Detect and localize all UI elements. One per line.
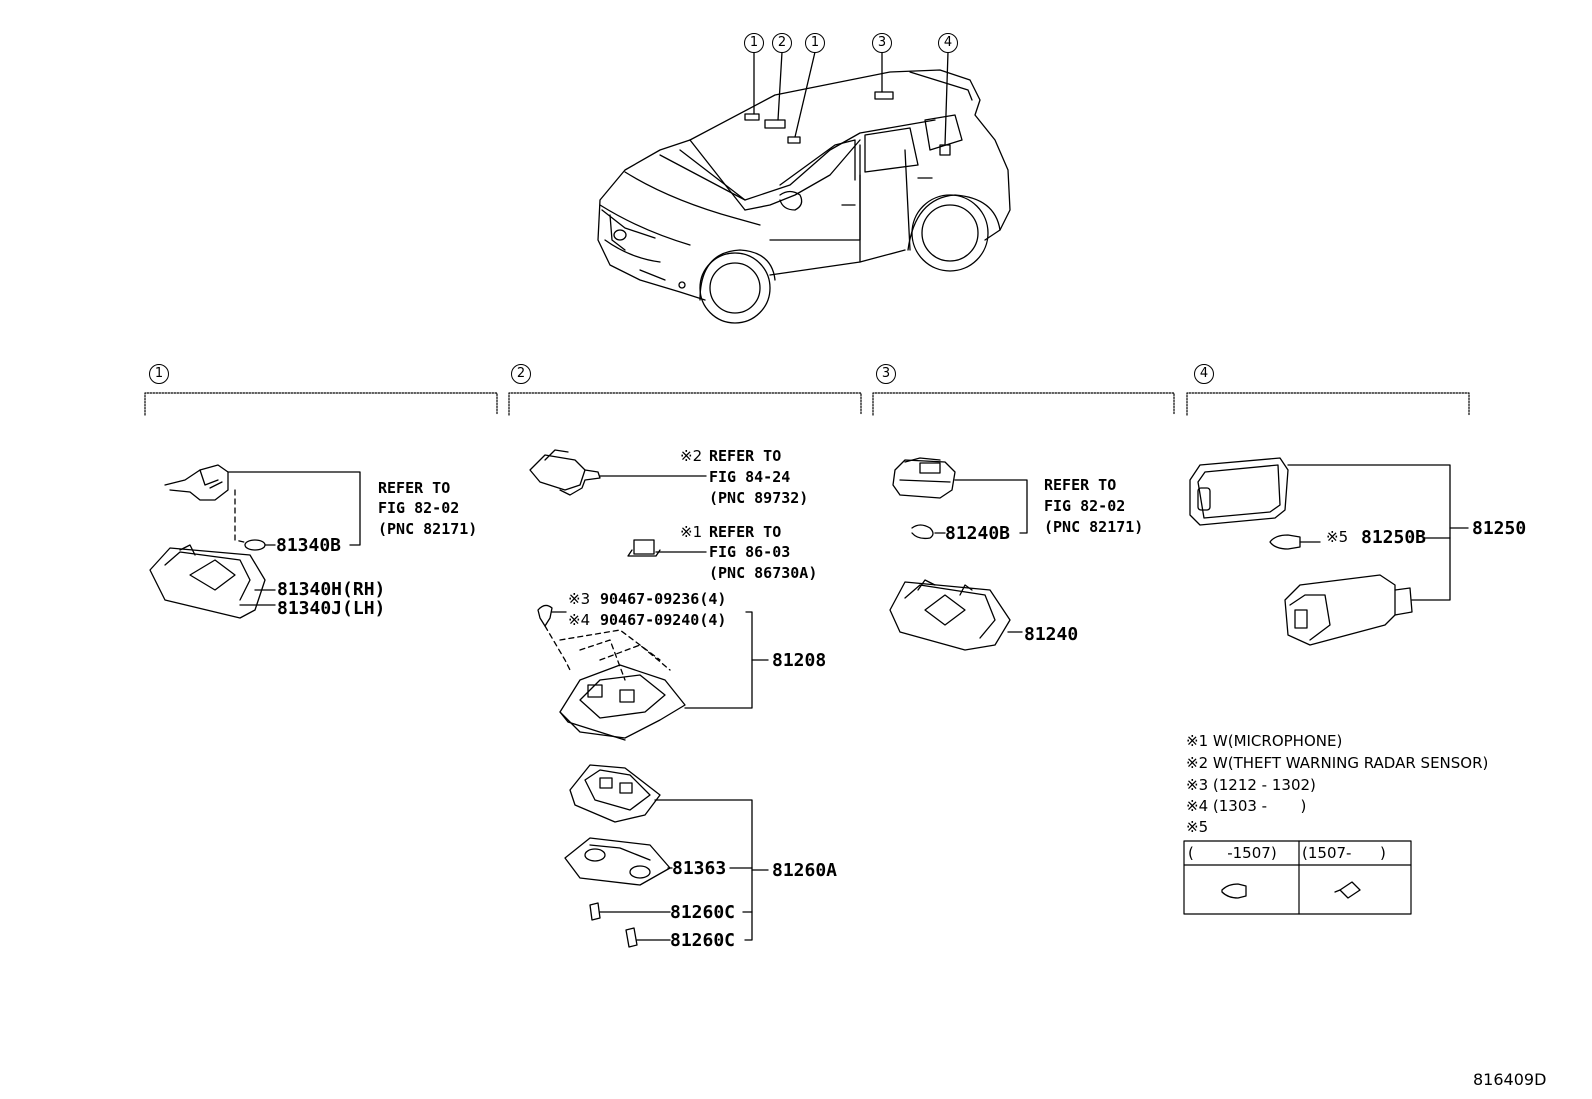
note-5: ※5 <box>1186 818 1209 836</box>
sec2-refer-a-line1: REFER TO <box>709 447 782 465</box>
part-81240: 81240 <box>1024 624 1079 645</box>
section-number-1: 1 <box>149 364 169 384</box>
part-81260A: 81260A <box>772 860 838 881</box>
sec2-clip-a-mark: ※3 <box>568 590 591 608</box>
sec2-refer-b-line3: (PNC 86730A) <box>709 564 818 582</box>
car-callout-1b: 1 <box>805 33 825 53</box>
sec3-refer-line3: (PNC 82171) <box>1044 518 1144 536</box>
part-90467-09240: 90467-09240(4) <box>600 611 727 629</box>
car-callout-1a: 1 <box>744 33 764 53</box>
sec3-refer-line2: FIG 82-02 <box>1044 497 1126 515</box>
note-1: ※1 W(MICROPHONE) <box>1186 732 1343 750</box>
sec2-refer-a-line2: FIG 84-24 <box>709 468 791 486</box>
sec2-parts <box>529 449 769 948</box>
sec2-refer-b-line1: REFER TO <box>709 523 782 541</box>
section-brackets <box>144 392 1470 416</box>
part-81363: 81363 <box>672 858 727 879</box>
sec1-refer-line2: FIG 82-02 <box>378 499 460 517</box>
sec2-refer-a-line3: (PNC 89732) <box>709 489 809 507</box>
car-illustration <box>597 51 1011 324</box>
car-callout-3: 3 <box>872 33 892 53</box>
sec2-refer-a-mark: ※2 <box>680 447 703 465</box>
sec4-parts <box>1189 457 1469 899</box>
note-2: ※2 W(THEFT WARNING RADAR SENSOR) <box>1186 754 1489 772</box>
part-81208: 81208 <box>772 650 827 671</box>
part-81260C-2: 81260C <box>670 930 736 951</box>
note-4: ※4 (1303 - ) <box>1186 797 1307 815</box>
bulb-table <box>1183 840 1412 915</box>
sec1-refer-line3: (PNC 82171) <box>378 520 478 538</box>
note-3: ※3 (1212 - 1302) <box>1186 776 1316 794</box>
sec2-clip-b-mark: ※4 <box>568 611 591 629</box>
sec1-parts <box>149 464 361 619</box>
sec1-refer-line1: REFER TO <box>378 479 451 497</box>
part-81340H: 81340H(RH) <box>277 579 386 600</box>
bulb-table-col1: ( -1507) <box>1188 844 1277 862</box>
part-81340B: 81340B <box>276 535 342 556</box>
sec3-parts <box>889 457 1028 651</box>
part-81340J: 81340J(LH) <box>277 598 386 619</box>
car-callout-4: 4 <box>938 33 958 53</box>
bulb-table-col2: (1507- ) <box>1302 844 1386 862</box>
part-81250B: 81250B <box>1361 527 1427 548</box>
car-callout-2: 2 <box>772 33 792 53</box>
sec4-bulb-mark: ※5 <box>1326 528 1349 546</box>
section-number-3: 3 <box>876 364 896 384</box>
sec2-refer-b-line2: FIG 86-03 <box>709 543 791 561</box>
part-90467-09236: 90467-09236(4) <box>600 590 727 608</box>
part-81250: 81250 <box>1472 518 1527 539</box>
diagram-id: 816409D <box>1473 1070 1547 1089</box>
sec2-refer-b-mark: ※1 <box>680 523 703 541</box>
sec3-refer-line1: REFER TO <box>1044 476 1117 494</box>
section-number-4: 4 <box>1194 364 1214 384</box>
section-number-2: 2 <box>511 364 531 384</box>
part-81240B: 81240B <box>945 523 1011 544</box>
part-81260C-1: 81260C <box>670 902 736 923</box>
